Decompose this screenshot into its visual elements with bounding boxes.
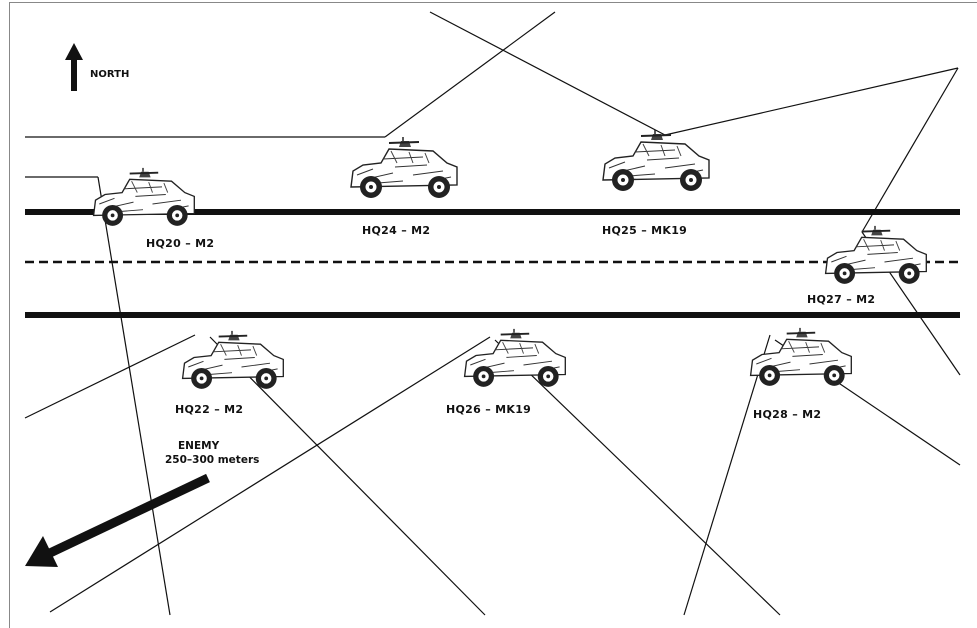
humvee-icon	[181, 329, 285, 390]
vehicle-label: HQ24 – M2	[362, 224, 430, 237]
vehicle-label: HQ22 – M2	[175, 403, 243, 416]
humvee-icon	[602, 129, 710, 192]
sectors-of-fire	[24, 11, 961, 616]
humvee-icon	[463, 327, 567, 388]
humvee-icon	[824, 224, 928, 285]
vehicle-hq24: HQ24 – M2	[350, 136, 458, 237]
vehicle-hq20: HQ20 – M2	[92, 166, 214, 250]
vehicle-label: HQ25 – MK19	[602, 224, 687, 237]
sector-line-hq26-southeast	[494, 339, 781, 616]
sector-line-hq24-north	[384, 11, 556, 138]
humvee-icon	[749, 326, 853, 387]
vehicle-label: HQ28 – M2	[753, 408, 821, 421]
north-indicator: NORTH	[65, 43, 129, 91]
humvee-icon	[92, 166, 196, 227]
sector-line-hq20-south	[97, 176, 171, 616]
sector-line-hq28-south	[683, 334, 771, 616]
enemy-direction-arrow-icon	[25, 473, 210, 567]
sector-line-hq22-south	[209, 336, 486, 616]
north-arrow-icon	[65, 43, 83, 91]
sector-line-hq26-southwest	[49, 336, 491, 613]
sector-line-hq22-west	[24, 334, 196, 419]
vehicle-label: HQ26 – MK19	[446, 403, 531, 416]
sector-line-hq27-northeast	[861, 67, 959, 233]
humvee-icon	[350, 136, 458, 199]
enemy-distance: 250–300 meters	[165, 454, 259, 466]
vehicle-hq25: HQ25 – MK19	[602, 129, 710, 237]
vehicle-label: HQ20 – M2	[146, 237, 214, 250]
vehicle-hq27: HQ27 – M2	[807, 224, 928, 306]
vehicle-hq28: HQ28 – M2	[749, 326, 853, 421]
vehicle-label: HQ27 – M2	[807, 293, 875, 306]
sector-line-hq25-northwest	[429, 11, 666, 136]
enemy-title: ENEMY	[178, 440, 220, 452]
sector-line-hq25-east	[664, 67, 959, 136]
vehicle-hq26: HQ26 – MK19	[446, 327, 567, 416]
vehicle-hq22: HQ22 – M2	[175, 329, 285, 416]
enemy-indicator: ENEMY 250–300 meters	[25, 440, 259, 567]
north-label: NORTH	[90, 69, 129, 80]
